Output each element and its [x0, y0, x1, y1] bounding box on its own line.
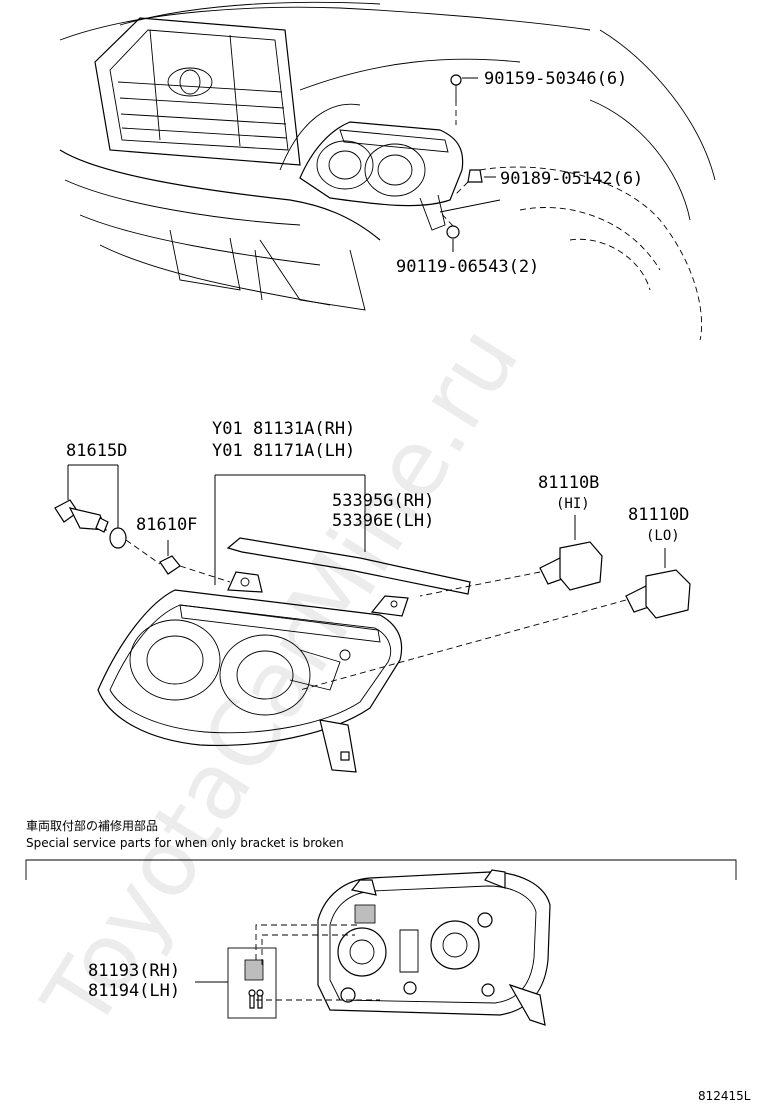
ring-part [109, 527, 127, 549]
note-english: Special service parts for when only brac… [26, 836, 344, 850]
label-socket-81615D: 81615D [66, 441, 127, 461]
label-bulb-hi: (HI) [556, 496, 590, 512]
low-beam-bulb [625, 548, 691, 619]
note-japanese: 車両取付部の補修用部品 [26, 818, 158, 833]
headlamp-rear-view [317, 869, 551, 1026]
label-headlamp-rh: Y01 81131A(RH) [212, 419, 355, 439]
label-bulb-81110D: 81110D [628, 505, 689, 525]
label-bulb-81610F: 81610F [136, 515, 197, 535]
hi-beam-bulb [539, 515, 603, 591]
moulding-strip [226, 537, 471, 595]
section-frame [25, 859, 737, 880]
headlamp-exploded-view [54, 464, 691, 773]
label-headlamp-lh: Y01 81171A(LH) [212, 441, 355, 461]
label-bolt-90159: 90159-50346(6) [484, 69, 627, 89]
label-clip-90189: 90189-05142(6) [500, 169, 643, 189]
label-bracket-lh: 81194(LH) [88, 981, 180, 1001]
label-moulding-rh: 53395G(RH) [332, 491, 434, 511]
side-bulb [159, 540, 181, 575]
label-bulb-81110B: 81110B [538, 473, 599, 493]
vehicle-front-illustration [59, 1, 716, 341]
headlamp-assembly [97, 571, 409, 773]
label-bracket-rh: 81193(RH) [88, 961, 180, 981]
label-bolt-90119: 90119-06543(2) [396, 257, 539, 277]
service-bracket-part [195, 924, 380, 1019]
label-bulb-lo: (LO) [646, 528, 680, 544]
label-moulding-lh: 53396E(LH) [332, 511, 434, 531]
figure-id: 812415L [698, 1089, 751, 1103]
socket-part [54, 499, 109, 533]
